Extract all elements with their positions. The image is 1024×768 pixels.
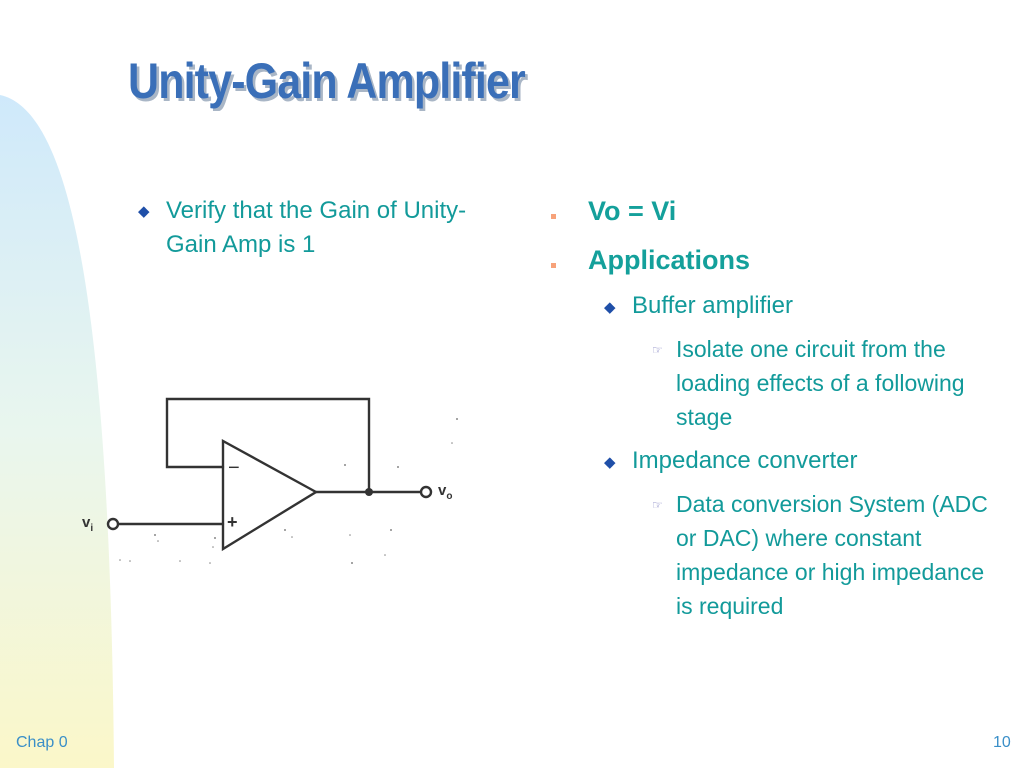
junction-dot [365,488,373,496]
bullet-isolate-circuit: Isolate one circuit from the loading eff… [676,336,965,430]
scan-speckles [119,418,458,564]
input-terminal [106,517,120,531]
slide-title: Unity-Gain Amplifier [128,53,526,109]
feedback-wire [165,397,371,494]
minus-sign: − [228,457,240,479]
square-bullet-icon [551,263,556,268]
unity-gain-circuit-diagram: − + vo vi [82,397,458,564]
vo-label: vo [438,482,452,502]
plus-sign: + [227,512,238,532]
output-terminal [419,485,433,499]
op-amp-triangle [221,438,319,552]
slide-number: 10 [993,734,1011,751]
diamond-bullet-icon: ◆ [604,454,616,471]
pointing-hand-icon: ☞ [652,498,663,512]
diamond-bullet-icon: ◆ [138,203,150,220]
bullet-impedance-converter: Impedance converter [632,447,858,474]
diamond-bullet-icon: ◆ [604,299,616,316]
bullet-buffer-amplifier: Buffer amplifier [632,292,793,319]
bullet-applications: Applications [588,245,751,275]
vi-label: vi [82,514,93,534]
bullet-data-conversion: Data conversion System (ADC or DAC) wher… [676,491,988,619]
square-bullet-icon [551,214,556,219]
left-bullet-text: Verify that the Gain of Unity-Gain Amp i… [166,197,467,258]
bullet-vo-equals-vi: Vo = Vi [588,196,677,226]
footer-chapter: Chap 0 [16,734,68,751]
pointing-hand-icon: ☞ [652,343,663,357]
